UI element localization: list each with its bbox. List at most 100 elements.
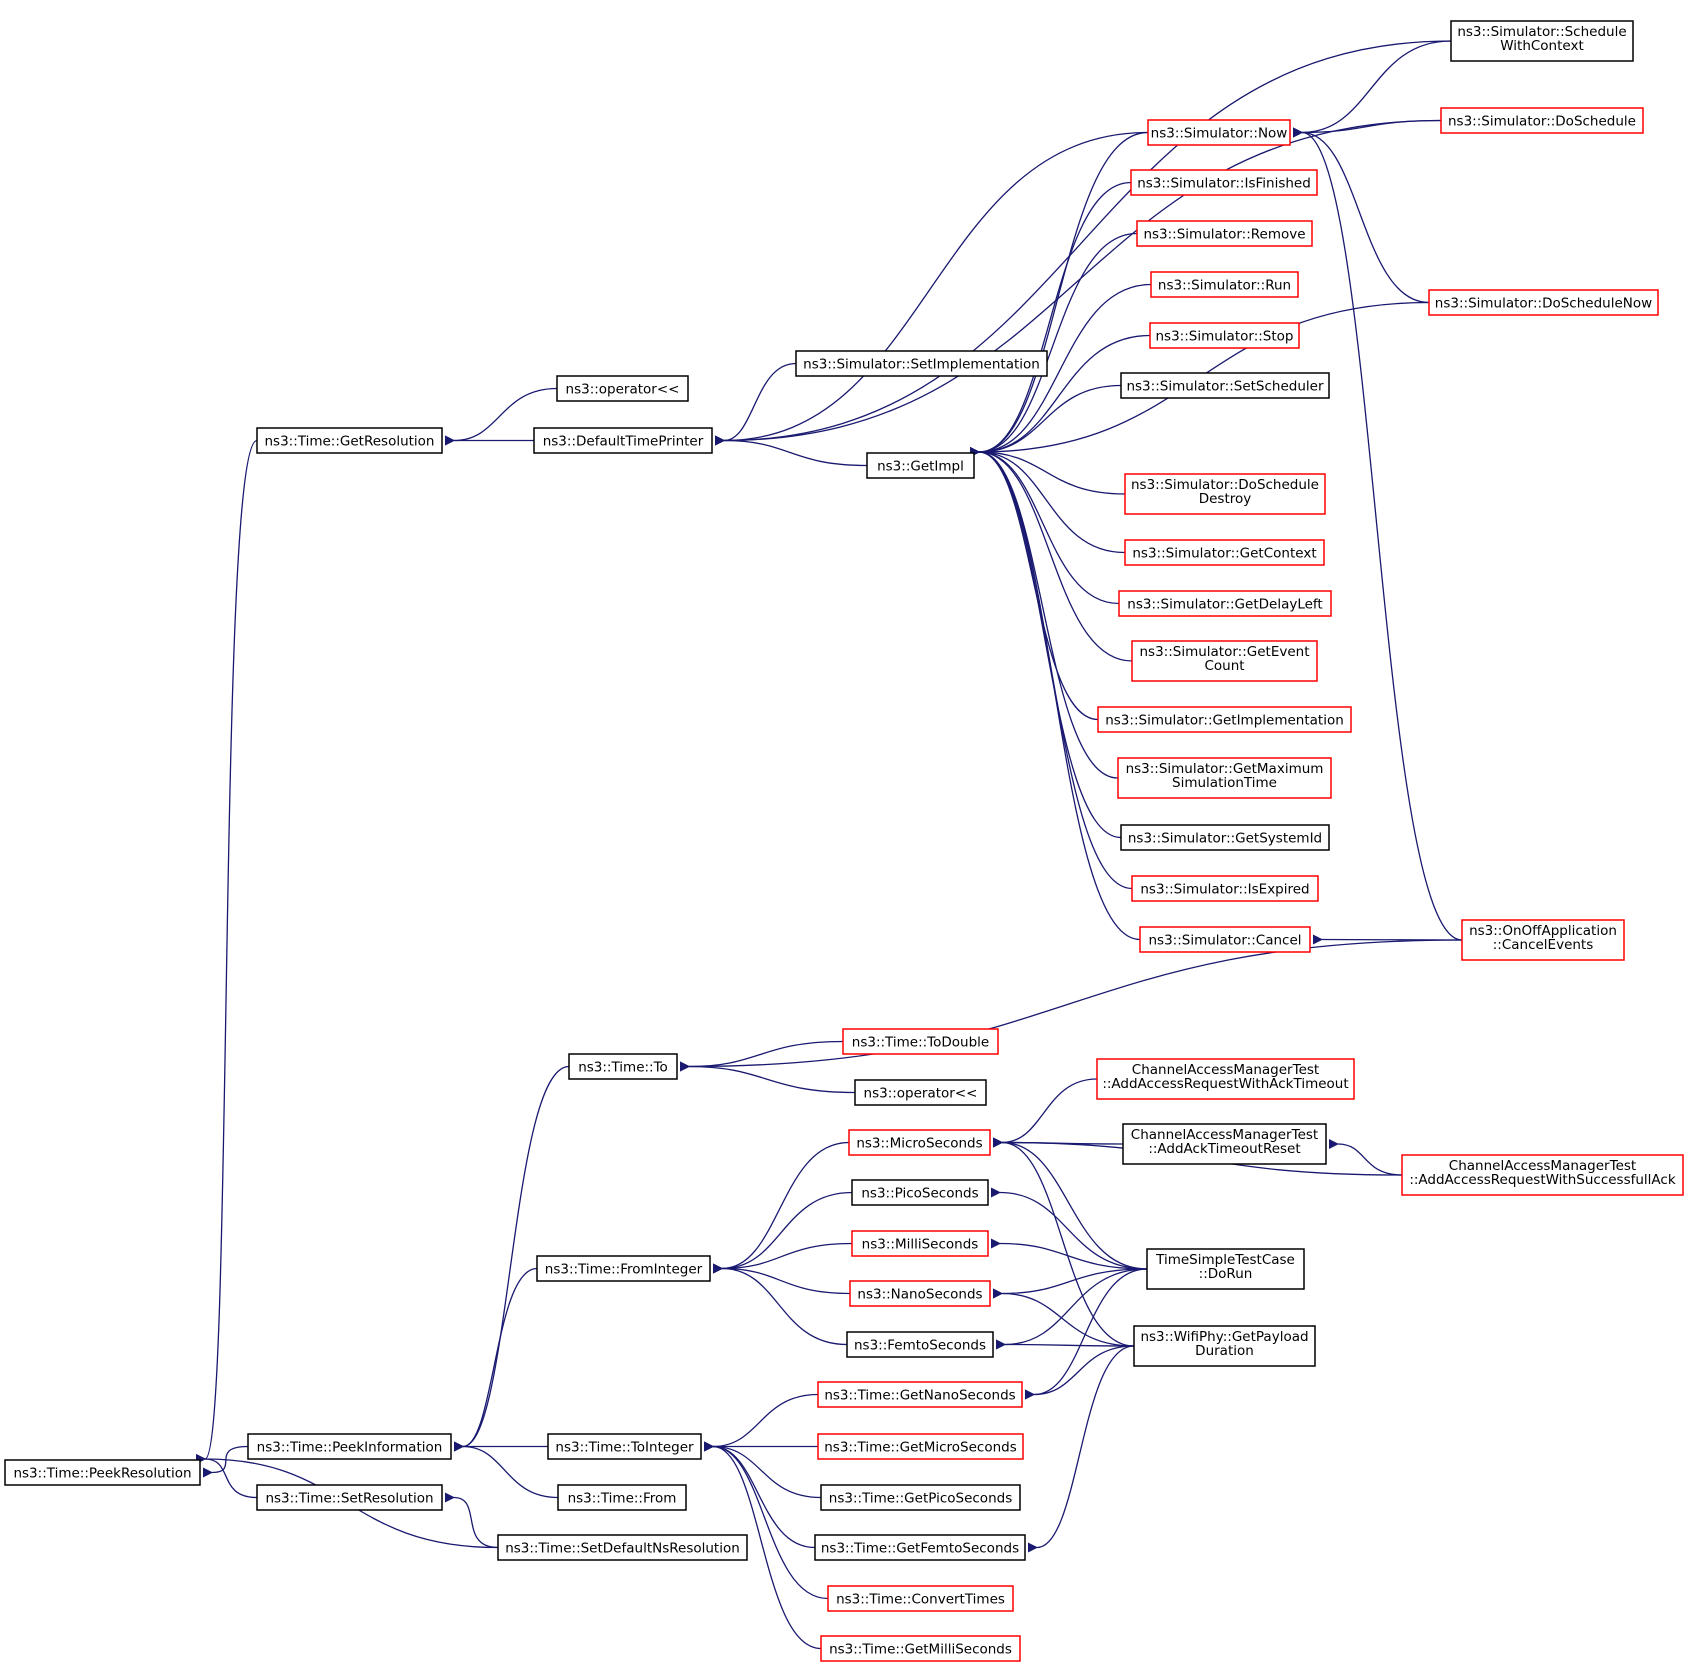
node-box[interactable] <box>533 427 713 454</box>
node-box[interactable] <box>536 1255 711 1282</box>
node-get-nano-seconds[interactable]: ns3::Time::GetNanoSeconds <box>817 1381 1023 1408</box>
node-box[interactable] <box>854 1079 987 1106</box>
node-box[interactable] <box>849 1280 991 1307</box>
node-micro-seconds[interactable]: ns3::MicroSeconds <box>848 1129 991 1156</box>
node-do-schedule[interactable]: ns3::Simulator::DoSchedule <box>1440 107 1644 134</box>
node-box[interactable] <box>1124 539 1325 566</box>
node-box[interactable] <box>817 1433 1024 1460</box>
node-stop[interactable]: ns3::Simulator::Stop <box>1149 322 1300 349</box>
node-get-delay-left[interactable]: ns3::Simulator::GetDelayLeft <box>1118 590 1332 617</box>
node-box[interactable] <box>848 1129 991 1156</box>
node-get-implementation[interactable]: ns3::Simulator::GetImplementation <box>1097 706 1352 733</box>
node-box[interactable] <box>256 1484 443 1511</box>
node-box[interactable] <box>820 1635 1021 1662</box>
node-do-schedule-now[interactable]: ns3::Simulator::DoScheduleNow <box>1428 289 1659 316</box>
node-box[interactable] <box>256 427 443 454</box>
node-box[interactable] <box>1133 1325 1316 1367</box>
node-box[interactable] <box>1096 1058 1355 1100</box>
node-box[interactable] <box>1131 640 1318 682</box>
node-box[interactable] <box>556 375 689 402</box>
node-box[interactable] <box>866 452 975 479</box>
node-box[interactable] <box>1120 372 1330 399</box>
node-is-finished[interactable]: ns3::Simulator::IsFinished <box>1130 169 1318 196</box>
node-cam-ack-timeout[interactable]: ChannelAccessManagerTest::AddAccessReque… <box>1096 1058 1355 1100</box>
node-get-femto-seconds[interactable]: ns3::Time::GetFemtoSeconds <box>814 1534 1026 1561</box>
node-box[interactable] <box>846 1331 994 1358</box>
node-get-pico-seconds[interactable]: ns3::Time::GetPicoSeconds <box>820 1484 1021 1511</box>
node-box[interactable] <box>1461 919 1625 961</box>
node-box[interactable] <box>1146 1248 1305 1290</box>
node-box[interactable] <box>1122 1123 1327 1165</box>
node-set-scheduler[interactable]: ns3::Simulator::SetScheduler <box>1120 372 1330 399</box>
node-box[interactable] <box>1118 590 1332 617</box>
node-milli-seconds[interactable]: ns3::MilliSeconds <box>851 1230 989 1257</box>
node-box[interactable] <box>1440 107 1644 134</box>
node-remove[interactable]: ns3::Simulator::Remove <box>1136 220 1313 247</box>
node-cam-successful-ack[interactable]: ChannelAccessManagerTest::AddAccessReque… <box>1401 1154 1684 1196</box>
node-peek-information[interactable]: ns3::Time::PeekInformation <box>247 1433 452 1460</box>
node-get-milli-seconds[interactable]: ns3::Time::GetMilliSeconds <box>820 1635 1021 1662</box>
node-box[interactable] <box>817 1381 1023 1408</box>
node-box[interactable] <box>851 1230 989 1257</box>
node-pico-seconds[interactable]: ns3::PicoSeconds <box>851 1179 989 1206</box>
node-box[interactable] <box>547 1433 702 1460</box>
node-get-resolution[interactable]: ns3::Time::GetResolution <box>256 427 443 454</box>
node-box[interactable] <box>795 350 1048 377</box>
node-get-context[interactable]: ns3::Simulator::GetContext <box>1124 539 1325 566</box>
node-from-integer[interactable]: ns3::Time::FromInteger <box>536 1255 711 1282</box>
node-get-system-id[interactable]: ns3::Simulator::GetSystemId <box>1120 824 1330 851</box>
node-box[interactable] <box>1139 926 1311 953</box>
node-time-to[interactable]: ns3::Time::To <box>568 1053 678 1080</box>
node-nano-seconds[interactable]: ns3::NanoSeconds <box>849 1280 991 1307</box>
node-peek-resolution[interactable]: ns3::Time::PeekResolution <box>4 1459 201 1486</box>
node-femto-seconds[interactable]: ns3::FemtoSeconds <box>846 1331 994 1358</box>
node-time-simple-test[interactable]: TimeSimpleTestCase::DoRun <box>1146 1248 1305 1290</box>
node-box[interactable] <box>1136 220 1313 247</box>
node-box[interactable] <box>1401 1154 1684 1196</box>
node-box[interactable] <box>842 1028 999 1055</box>
node-is-expired[interactable]: ns3::Simulator::IsExpired <box>1131 875 1319 902</box>
node-box[interactable] <box>1120 824 1330 851</box>
node-run[interactable]: ns3::Simulator::Run <box>1150 271 1299 298</box>
node-set-default-ns-resolution[interactable]: ns3::Time::SetDefaultNsResolution <box>497 1534 748 1561</box>
node-get-micro-seconds[interactable]: ns3::Time::GetMicroSeconds <box>817 1433 1024 1460</box>
node-box[interactable] <box>1131 875 1319 902</box>
node-operator-shift-1[interactable]: ns3::operator<< <box>556 375 689 402</box>
node-to-double[interactable]: ns3::Time::ToDouble <box>842 1028 999 1055</box>
node-box[interactable] <box>851 1179 989 1206</box>
node-now[interactable]: ns3::Simulator::Now <box>1147 119 1291 146</box>
node-box[interactable] <box>1124 473 1326 515</box>
node-to-integer[interactable]: ns3::Time::ToInteger <box>547 1433 702 1460</box>
node-box[interactable] <box>1150 271 1299 298</box>
node-box[interactable] <box>814 1534 1026 1561</box>
node-box[interactable] <box>1450 20 1634 62</box>
node-box[interactable] <box>1428 289 1659 316</box>
node-operator-shift-2[interactable]: ns3::operator<< <box>854 1079 987 1106</box>
node-set-resolution[interactable]: ns3::Time::SetResolution <box>256 1484 443 1511</box>
node-box[interactable] <box>1149 322 1300 349</box>
node-convert-times[interactable]: ns3::Time::ConvertTimes <box>827 1585 1014 1612</box>
node-box[interactable] <box>557 1484 687 1511</box>
node-box[interactable] <box>827 1585 1014 1612</box>
node-cam-ack-timeout-reset[interactable]: ChannelAccessManagerTest::AddAckTimeoutR… <box>1122 1123 1327 1165</box>
node-box[interactable] <box>1117 757 1332 799</box>
node-box[interactable] <box>1130 169 1318 196</box>
node-set-implementation[interactable]: ns3::Simulator::SetImplementation <box>795 350 1048 377</box>
node-get-impl[interactable]: ns3::GetImpl <box>866 452 975 479</box>
node-box[interactable] <box>820 1484 1021 1511</box>
node-box[interactable] <box>497 1534 748 1561</box>
node-time-from[interactable]: ns3::Time::From <box>557 1484 687 1511</box>
node-default-time-printer[interactable]: ns3::DefaultTimePrinter <box>533 427 713 454</box>
node-box[interactable] <box>247 1433 452 1460</box>
node-cancel[interactable]: ns3::Simulator::Cancel <box>1139 926 1311 953</box>
node-box[interactable] <box>1147 119 1291 146</box>
node-box[interactable] <box>1097 706 1352 733</box>
node-onoff-cancel-events[interactable]: ns3::OnOffApplication::CancelEvents <box>1461 919 1625 961</box>
node-box[interactable] <box>4 1459 201 1486</box>
node-box[interactable] <box>568 1053 678 1080</box>
